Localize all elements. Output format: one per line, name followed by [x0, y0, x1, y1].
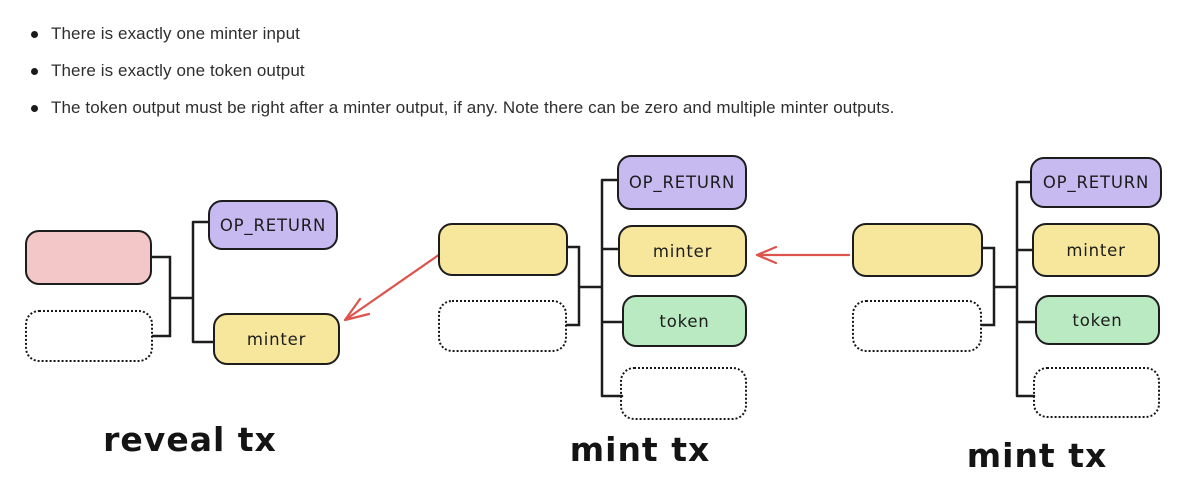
- bullet-item: There is exactly one minter input: [31, 24, 895, 44]
- mint1-op-return-output-box: OP_RETURN: [617, 155, 747, 210]
- bullet-text: There is exactly one token output: [51, 61, 305, 80]
- mint2-optional-output-box: [1033, 367, 1160, 418]
- reveal-optional-input-box: [25, 310, 153, 362]
- mint1-minter-input-box: [438, 223, 568, 276]
- box-label: minter: [1066, 240, 1126, 260]
- box-label: OP_RETURN: [219, 215, 327, 235]
- box-label: token: [659, 311, 710, 331]
- reveal-commit-input-box: [25, 230, 152, 285]
- bullet-list: There is exactly one minter input There …: [31, 24, 895, 135]
- reveal-tx-label: reveal tx: [103, 420, 277, 459]
- box-label: OP_RETURN: [1042, 173, 1150, 192]
- arrow-mint1-to-reveal-minter-icon: [343, 250, 445, 322]
- arrow-mint2-to-mint1-minter-icon: [755, 245, 851, 265]
- mint1-optional-output-box: [620, 367, 747, 420]
- reveal-tx-connectors: [150, 220, 217, 344]
- mint2-op-return-output-box: OP_RETURN: [1030, 157, 1162, 208]
- reveal-minter-output-box: minter: [213, 313, 340, 365]
- mint2-optional-input-box: [852, 300, 982, 352]
- reveal-op-return-output-box: OP_RETURN: [208, 200, 338, 250]
- mint-tx-1-label: mint tx: [569, 430, 711, 469]
- mint1-minter-output-box: minter: [618, 225, 747, 277]
- box-label: token: [1072, 310, 1123, 330]
- bullet-icon: [31, 67, 38, 75]
- box-label: OP_RETURN: [628, 173, 736, 192]
- box-label: minter: [652, 241, 713, 261]
- bullet-item: There is exactly one token output: [31, 61, 895, 81]
- mint-tx-2-connectors: [980, 180, 1038, 398]
- mint-tx-2-label: mint tx: [966, 436, 1108, 475]
- bullet-icon: [31, 104, 38, 112]
- bullet-text: There is exactly one minter input: [51, 24, 300, 43]
- mint2-minter-output-box: minter: [1032, 223, 1160, 277]
- bullet-item: The token output must be right after a m…: [31, 98, 895, 118]
- bullet-icon: [31, 30, 38, 38]
- mint2-minter-input-box: [852, 223, 983, 277]
- mint2-token-output-box: token: [1035, 295, 1160, 345]
- mint-tx-1-connectors: [565, 178, 625, 398]
- mint1-token-output-box: token: [622, 295, 747, 347]
- mint1-optional-input-box: [438, 300, 567, 352]
- bullet-text: The token output must be right after a m…: [51, 98, 895, 117]
- box-label: minter: [246, 329, 307, 349]
